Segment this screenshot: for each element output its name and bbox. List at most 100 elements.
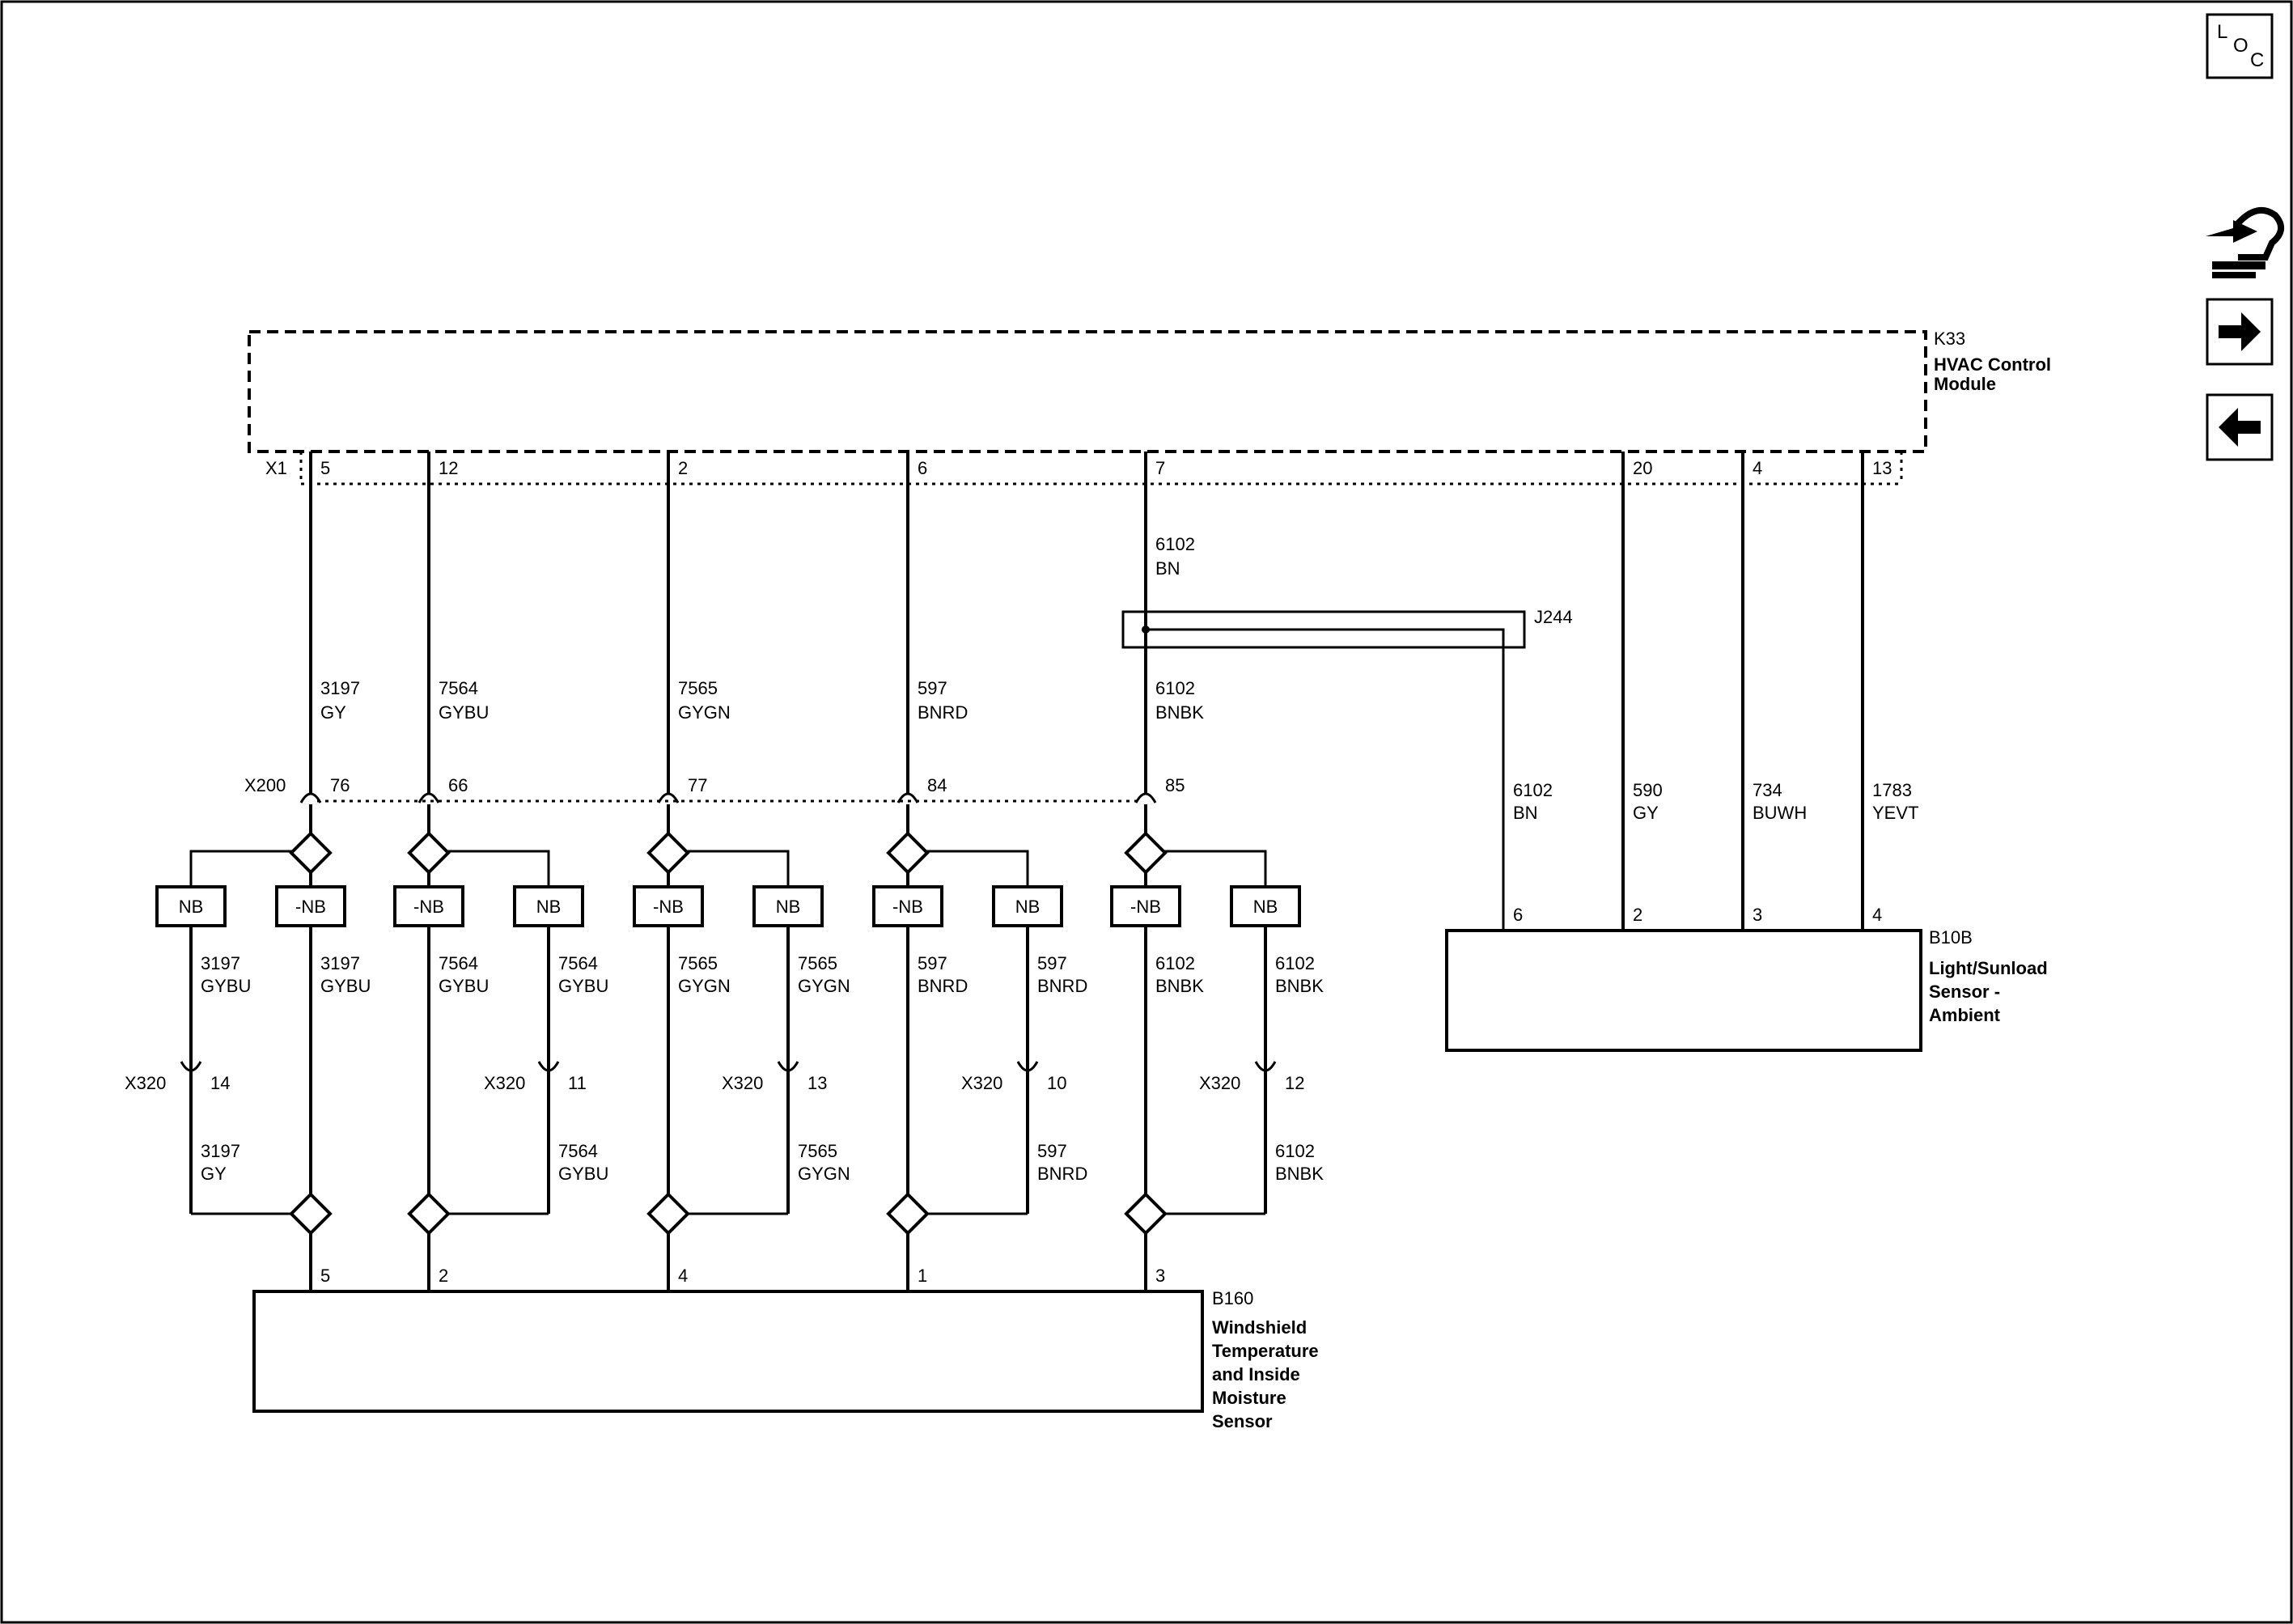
nb3-color: GYGN <box>798 976 850 996</box>
nb2-color: GYBU <box>558 976 608 996</box>
k33-ref: K33 <box>1934 329 1965 349</box>
k33-pin-7: 7 <box>1155 458 1165 478</box>
back-button[interactable] <box>2206 393 2274 461</box>
b160-name-1: Windshield <box>1212 1317 1307 1338</box>
b10b-name-3: Ambient <box>1929 1005 2001 1025</box>
b10b-wire-6102-circuit: 6102 <box>1513 780 1553 800</box>
connector-x200: X200 76 66 77 84 85 <box>244 775 1185 804</box>
wire-7564-circuit: 7564 <box>439 678 478 698</box>
x320-2-lower-circuit: 7564 <box>558 1141 598 1161</box>
j244-ref: J244 <box>1534 607 1573 627</box>
b10b-name-2: Sensor - <box>1929 982 2000 1002</box>
b10b-wire-734-circuit: 734 <box>1753 780 1782 800</box>
b10b-wire-6102-color: BN <box>1513 803 1538 823</box>
x320-ref-4: X320 <box>961 1073 1002 1093</box>
k33-pin-2: 2 <box>678 458 688 478</box>
notnb3-circuit: 7565 <box>678 953 718 973</box>
wire-7565-circuit: 7565 <box>678 678 718 698</box>
x320-ref-3: X320 <box>722 1073 763 1093</box>
notnb2-circuit: 7564 <box>439 953 478 973</box>
x320-5-lower-color: BNBK <box>1275 1164 1324 1184</box>
x200-pin-76: 76 <box>330 775 350 795</box>
x320-pin-12: 12 <box>1285 1073 1304 1093</box>
connector-x320: X320 14 X320 11 X320 13 X320 10 X320 12 … <box>125 1061 1324 1184</box>
notnb1-color: GYBU <box>320 976 371 996</box>
b160-pin-2: 2 <box>439 1266 448 1286</box>
splice-j244: J244 <box>1121 607 1573 931</box>
wire-6102-bnbk-circuit: 6102 <box>1155 678 1195 698</box>
option-boxes: NB -NB -NB NB -NB NB -NB NB -NB NB <box>155 885 1301 927</box>
loc-letter-c: C <box>2250 49 2264 71</box>
x320-5-lower-circuit: 6102 <box>1275 1141 1315 1161</box>
connector-hand-icon[interactable] <box>2206 206 2284 278</box>
windshield-sensor-module: 5 2 4 1 3 B160 Windshield Temperature an… <box>252 1266 1319 1431</box>
forward-button[interactable] <box>2206 298 2274 366</box>
x320-3-lower-circuit: 7565 <box>798 1141 837 1161</box>
k33-name-2: Module <box>1934 374 1996 394</box>
option-not-nb-3: -NB <box>653 897 684 917</box>
option-nb-5: NB <box>1253 897 1278 917</box>
nb1-color: GYBU <box>201 976 251 996</box>
x200-pin-85: 85 <box>1165 775 1185 795</box>
lower-merge <box>191 1192 1265 1291</box>
b160-pin-3: 3 <box>1155 1266 1165 1286</box>
k33-pin-20: 20 <box>1633 458 1652 478</box>
b10b-pin-4: 4 <box>1872 905 1882 925</box>
wire-7565-color: GYGN <box>678 702 731 723</box>
b10b-wire-1783-color: YEVT <box>1872 803 1918 823</box>
b160-pin-4: 4 <box>678 1266 688 1286</box>
k33-pin-13: 13 <box>1872 458 1892 478</box>
notnb5-color: BNBK <box>1155 976 1204 996</box>
wire-597-circuit: 597 <box>918 678 947 698</box>
light-sunload-sensor-module: 6 2 3 4 B10B Light/Sunload Sensor - Ambi… <box>1445 905 2048 1052</box>
k33-name-1: HVAC Control <box>1934 354 2051 375</box>
x320-4-lower-color: BNRD <box>1037 1164 1087 1184</box>
x320-pin-14: 14 <box>210 1073 230 1093</box>
option-nb-1: NB <box>179 897 204 917</box>
x320-4-lower-circuit: 597 <box>1037 1141 1067 1161</box>
b10b-pin-3: 3 <box>1753 905 1762 925</box>
nb4-color: BNRD <box>1037 976 1087 996</box>
b10b-wire-734-color: BUWH <box>1753 803 1807 823</box>
hvac-control-module: K33 HVAC Control Module X1 5 12 2 6 7 20… <box>248 329 2051 486</box>
wire-3197-color: GY <box>320 702 346 723</box>
x1-connector-label: X1 <box>265 458 287 478</box>
wire-6102-bnbk-color: BNBK <box>1155 702 1204 723</box>
option-wire-labels: 3197 GYBU 3197 GYBU 7564 GYBU 7564 GYBU … <box>201 953 1324 996</box>
wire-597-color: BNRD <box>918 702 968 723</box>
x200-pin-84: 84 <box>927 775 947 795</box>
b160-name-2: Temperature <box>1212 1341 1319 1361</box>
wire-6102-bn-circuit: 6102 <box>1155 534 1195 554</box>
arrow-right-icon <box>2219 312 2261 351</box>
x200-ref: X200 <box>244 775 286 795</box>
x320-ref-2: X320 <box>484 1073 525 1093</box>
wire-7564-color: GYBU <box>439 702 489 723</box>
notnb3-color: GYGN <box>678 976 731 996</box>
x320-3-lower-color: GYGN <box>798 1164 850 1184</box>
b10b-name-1: Light/Sunload <box>1929 958 2048 978</box>
wire-3197-circuit: 3197 <box>320 678 360 698</box>
notnb4-color: BNRD <box>918 976 968 996</box>
b10b-pin-2: 2 <box>1633 905 1642 925</box>
b10b-wires: 6102 BN 590 GY 734 BUWH 1783 YEVT <box>1513 452 1918 931</box>
b160-name-4: Moisture <box>1212 1388 1286 1408</box>
b160-pin-5: 5 <box>320 1266 330 1286</box>
upper-wires: 3197 GY 7564 GYBU 7565 GYGN 597 BNRD 610… <box>309 452 1204 793</box>
option-not-nb-1: -NB <box>295 897 326 917</box>
nb5-color: BNBK <box>1275 976 1324 996</box>
x200-pin-66: 66 <box>448 775 468 795</box>
b10b-wire-1783-circuit: 1783 <box>1872 780 1912 800</box>
arrow-left-icon <box>2219 408 2261 447</box>
option-nb-2: NB <box>536 897 562 917</box>
loc-button[interactable]: L O C <box>2206 13 2274 79</box>
nb5-circuit: 6102 <box>1275 953 1315 973</box>
b10b-wire-590-color: GY <box>1633 803 1659 823</box>
nb4-circuit: 597 <box>1037 953 1067 973</box>
k33-pin-4: 4 <box>1753 458 1762 478</box>
x320-pin-13: 13 <box>807 1073 827 1093</box>
k33-pin-12: 12 <box>439 458 458 478</box>
nb2-circuit: 7564 <box>558 953 598 973</box>
wire-6102-bn-color: BN <box>1155 558 1180 579</box>
